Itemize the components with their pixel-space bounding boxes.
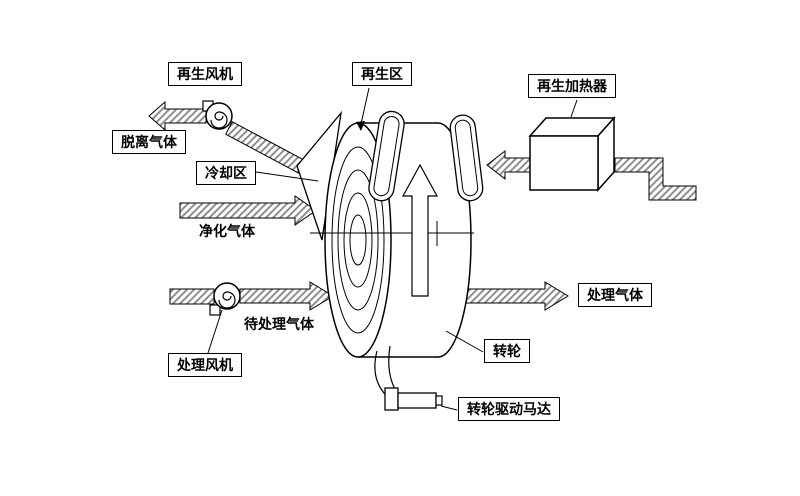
label-untreated-gas: 待处理气体 bbox=[242, 315, 316, 333]
regen-sector-back bbox=[449, 114, 484, 202]
fan-volute bbox=[210, 111, 228, 129]
fan-volute bbox=[218, 291, 236, 309]
heater-front-face bbox=[529, 135, 599, 191]
flow-arrow-purified-gas bbox=[179, 195, 317, 226]
label-cooling-zone: 冷却区 bbox=[196, 161, 256, 185]
flow-arrows bbox=[148, 100, 697, 311]
heater-cube-icon bbox=[528, 116, 616, 192]
flow-arrow-untreated-gas bbox=[239, 281, 334, 311]
motor-icon bbox=[374, 345, 443, 411]
upflow-arrow bbox=[401, 163, 439, 297]
label-regen-heater: 再生加热器 bbox=[528, 74, 616, 98]
flow-arrow-desorbed-gas bbox=[148, 100, 207, 132]
flow-arrow-heater-to-rotor bbox=[486, 149, 531, 181]
label-rotor: 转轮 bbox=[484, 339, 530, 363]
label-process-fan: 处理风机 bbox=[168, 353, 242, 377]
fan-housing bbox=[213, 282, 241, 310]
motor-body bbox=[397, 392, 437, 409]
rotor-wheel-icon bbox=[296, 110, 484, 358]
flow-arrow-treated-gas bbox=[454, 281, 569, 311]
label-regen-fan: 再生风机 bbox=[168, 62, 242, 86]
flow-duct-inlet bbox=[169, 288, 215, 305]
leader-motor bbox=[440, 405, 458, 411]
regen-fan-icon bbox=[202, 100, 233, 130]
process-fan-icon bbox=[209, 282, 241, 316]
fan-housing bbox=[205, 102, 233, 130]
label-regen-zone: 再生区 bbox=[352, 62, 412, 86]
label-desorbed-gas: 脱离气体 bbox=[112, 130, 186, 154]
leader-regen-zone-arrowhead bbox=[356, 121, 365, 131]
flow-duct-inlet-to-heater bbox=[614, 157, 697, 201]
leader-regen-zone bbox=[360, 87, 370, 125]
label-rotor-drive-motor: 转轮驱动马达 bbox=[458, 397, 560, 421]
label-treated-gas: 处理气体 bbox=[578, 283, 652, 307]
motor-pulley-housing bbox=[384, 387, 399, 411]
rotor-rings bbox=[331, 146, 385, 334]
leader-cooling-zone bbox=[255, 171, 319, 182]
motor-shaft-cap bbox=[435, 395, 443, 406]
label-purified-gas: 净化气体 bbox=[197, 222, 257, 240]
leader-regen-heater bbox=[570, 99, 578, 118]
leader-lines bbox=[207, 87, 578, 411]
leader-process-fan bbox=[207, 309, 223, 354]
leader-rotor bbox=[445, 330, 484, 353]
fan-nozzle bbox=[209, 304, 221, 316]
regen-sector-front bbox=[368, 110, 405, 202]
